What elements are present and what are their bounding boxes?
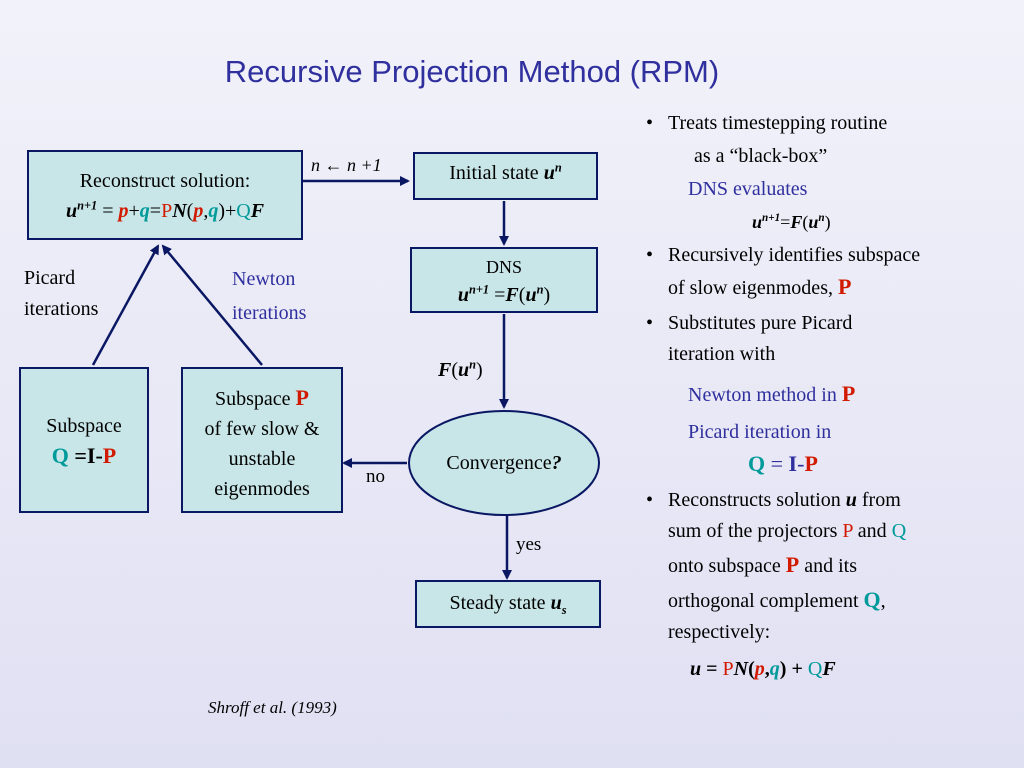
fun-label: F(un) <box>438 357 483 381</box>
dns-label: DNS <box>485 257 522 277</box>
dns-box: DNS un+1 =F(un) <box>410 247 598 313</box>
loop-label: n ← n +1 <box>311 155 382 175</box>
reconstruct-formula: un+1 = p+q=PN(p,q)+QF <box>65 198 265 222</box>
subspace-q-label: Subspace <box>46 415 122 437</box>
yes-label: yes <box>516 534 542 555</box>
bullet-list: • Treats timestepping routine as a “blac… <box>640 108 1015 685</box>
dns-formula: un+1 =F(un) <box>457 282 551 306</box>
subspace-p-line3: unstable <box>228 448 296 470</box>
convergence-label: Convergence? <box>446 452 562 474</box>
steady-state-box: Steady state us <box>415 580 601 628</box>
reconstruct-box: Reconstruct solution: un+1 = p+q=PN(p,q)… <box>27 150 303 240</box>
bullet-dot: • <box>646 112 654 134</box>
bullet-2: • Recursively identifies subspace of slo… <box>640 240 1015 304</box>
slide-title: Recursive Projection Method (RPM) <box>224 54 720 89</box>
initial-state-label: Initial state <box>449 162 539 184</box>
subspace-p-line2: of few slow & <box>204 418 320 440</box>
bullet-dot: • <box>646 489 654 511</box>
no-label: no <box>366 466 385 487</box>
subspace-q-formula: Q =I-P <box>51 443 117 468</box>
convergence-ellipse <box>408 410 600 516</box>
bullet-3: • Substitutes pure Picard iteration with… <box>640 308 1015 479</box>
bullet-1: • Treats timestepping routine as a “blac… <box>640 108 1015 238</box>
initial-state-box: Initial state un <box>413 152 598 200</box>
subspace-q-box: Subspace Q =I-P <box>19 367 149 513</box>
bullet-dot: • <box>646 312 654 334</box>
arrow-newton <box>161 244 263 366</box>
reconstruct-label: Reconstruct solution: <box>79 170 251 192</box>
subspace-p-line4: eigenmodes <box>214 478 310 500</box>
picard-label: Picard iterations <box>24 267 99 320</box>
arrow-picard <box>91 244 160 366</box>
bullet-dot: • <box>646 244 654 266</box>
citation: Shroff et al. (1993) <box>208 698 337 717</box>
newton-label: Newton iterations <box>232 268 307 324</box>
subspace-p-line1: Subspace P <box>215 385 309 410</box>
steady-state-label: Steady state <box>449 592 546 614</box>
subspace-p-box: Subspace P of few slow & unstable eigenm… <box>181 367 343 513</box>
bullet-4: • Reconstructs solution u from sum of th… <box>640 485 1015 685</box>
